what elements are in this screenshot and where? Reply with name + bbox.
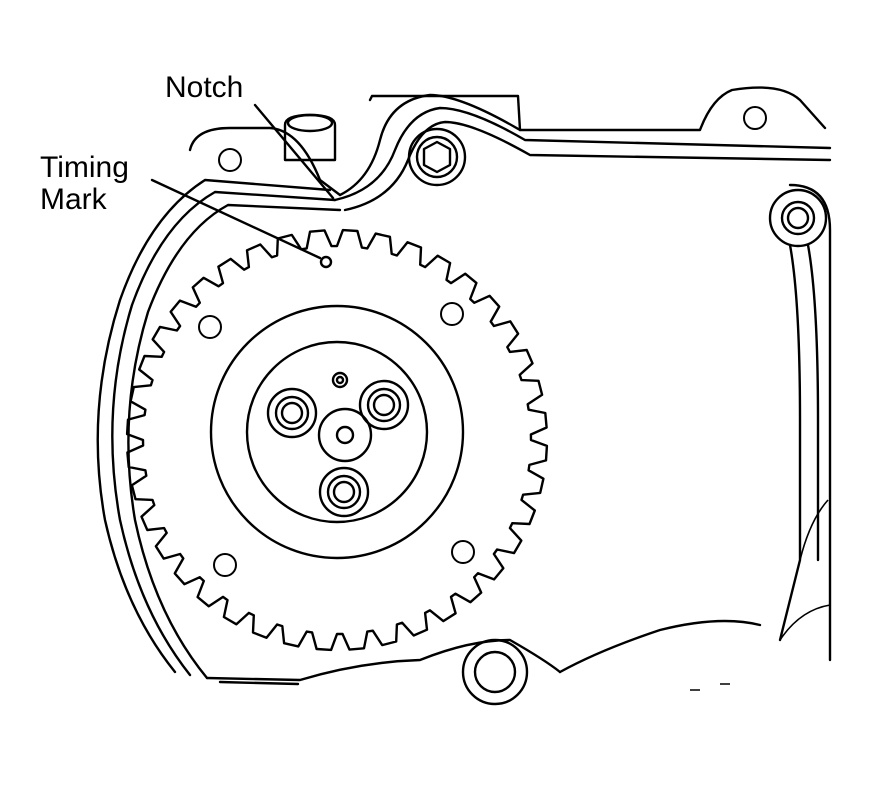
sprocket-hole xyxy=(451,540,475,564)
timing-mark-dot xyxy=(319,255,333,269)
sprocket-hub-inner-ring xyxy=(245,340,429,524)
center-hub-hole xyxy=(335,425,355,445)
camshaft-sprocket xyxy=(125,228,549,652)
sprocket-bolt xyxy=(318,466,370,518)
tab-hole-right xyxy=(743,106,767,130)
sprocket-hub-ring xyxy=(209,304,465,560)
cover-bolt-bottom xyxy=(461,638,529,706)
sprocket-bolt xyxy=(358,379,410,431)
sprocket-teeth xyxy=(125,228,549,652)
tab-hole-left xyxy=(218,148,242,172)
cover-bolt-right xyxy=(768,188,828,248)
sprocket-bolt xyxy=(266,387,318,439)
timing-mark-label-line2: Mark xyxy=(40,183,107,216)
sprocket-hole xyxy=(440,302,464,326)
timing-mark-label-line1: Timing xyxy=(40,151,129,184)
sprocket-hole xyxy=(213,553,237,577)
dowel-pin xyxy=(331,371,349,389)
notch-leader-line xyxy=(253,103,335,200)
timing-mark-leader-line xyxy=(150,178,322,260)
cover-bolt-top xyxy=(407,127,467,187)
sprocket-hole xyxy=(198,315,222,339)
top-fitting xyxy=(283,94,522,162)
notch-label: Notch xyxy=(165,71,244,104)
center-hub xyxy=(317,407,373,463)
timing-mark-label: Timing Mark xyxy=(40,152,129,216)
